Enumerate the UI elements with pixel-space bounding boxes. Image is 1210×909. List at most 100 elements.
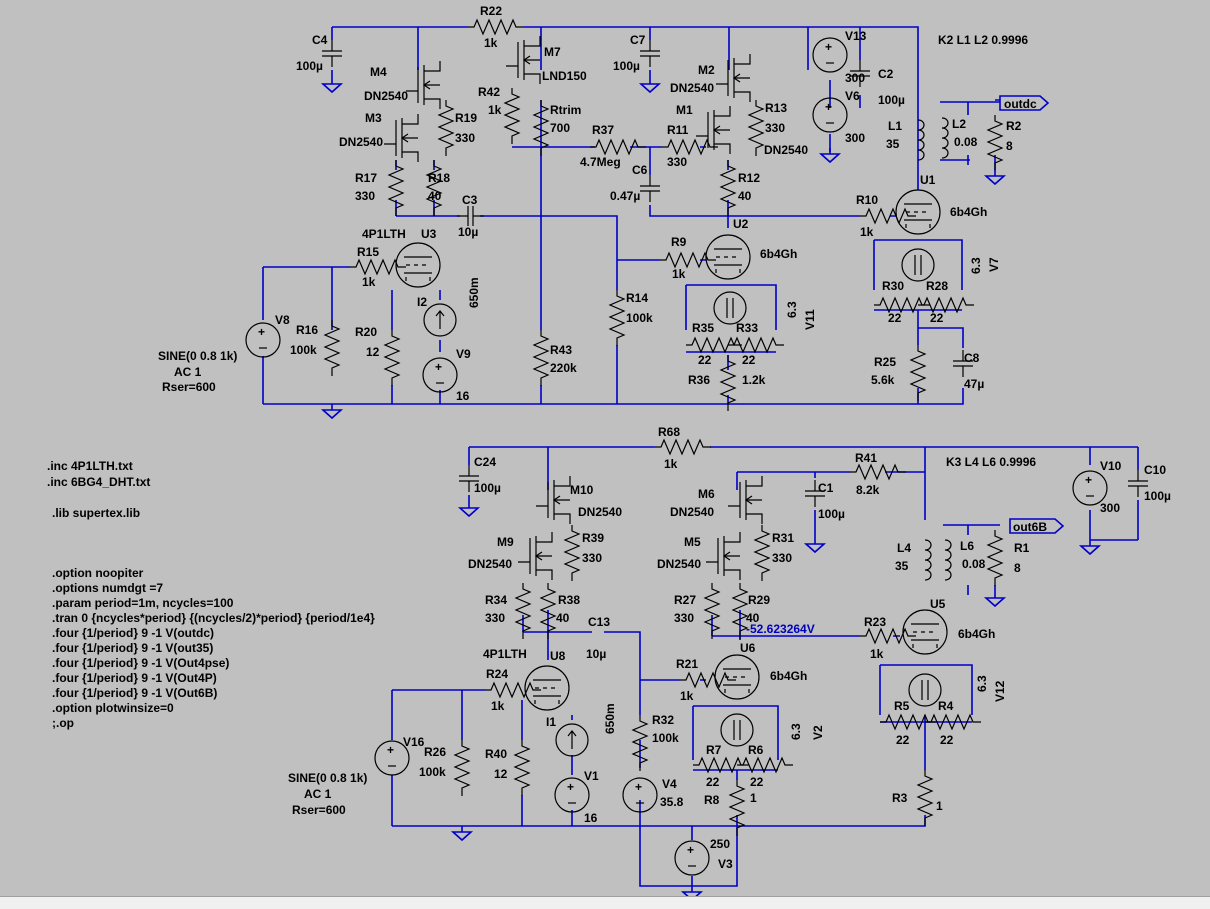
spice-directives[interactable]: .inc 4P1LTH.txt .inc 6BG4_DHT.txt .lib s… <box>47 459 375 730</box>
label-i2: I2 <box>417 295 427 309</box>
bottom-labels: C24 100µ R68 1k M10 DN2540 R41 8.2k M6 D… <box>288 425 1171 871</box>
directive-inc-4p1lth: .inc 4P1LTH.txt <box>47 459 133 473</box>
label-r1: R1 <box>1014 541 1030 555</box>
value-r2: 8 <box>1006 139 1013 153</box>
label-m6: M6 <box>698 487 715 501</box>
label-r6: R6 <box>748 743 764 757</box>
label-out6b: out6B <box>1013 520 1047 534</box>
value-r37: 4.7Meg <box>580 155 621 169</box>
label-r40: R40 <box>485 747 507 761</box>
value-r14: 100k <box>626 311 653 325</box>
label-u2: U2 <box>733 217 749 231</box>
label-r33: R33 <box>736 321 758 335</box>
value-r28: 22 <box>930 311 944 325</box>
label-r23: R23 <box>864 615 886 629</box>
value-r32: 100k <box>652 731 679 745</box>
value-r38: 40 <box>556 611 570 625</box>
value-m7: LND150 <box>542 69 587 83</box>
label-r41: R41 <box>855 451 877 465</box>
label-r68: R68 <box>658 425 680 439</box>
net-label-outdc <box>999 95 1050 111</box>
value-r68: 1k <box>664 457 678 471</box>
label-m3: M3 <box>365 111 382 125</box>
label-v13: V13 <box>845 29 867 43</box>
label-v2: V2 <box>811 725 825 740</box>
label-l2: L2 <box>952 117 966 131</box>
value-r18: 40 <box>428 189 442 203</box>
directive-option-plotwinsize: .option plotwinsize=0 <box>52 701 174 715</box>
value-v3: 250 <box>710 837 730 851</box>
top-labels: C4 100µ R22 1k M7 LND150 C7 100µ V13 300… <box>158 4 1037 403</box>
label-v16: V16 <box>403 735 425 749</box>
label-r38: R38 <box>558 593 580 607</box>
label-u1: U1 <box>920 173 936 187</box>
value-i1: 650m <box>603 703 617 734</box>
label-v6: V6 <box>845 89 860 103</box>
label-v3: V3 <box>718 857 733 871</box>
directive-four-out4pse: .four {1/period} 9 -1 V(Out4pse) <box>52 656 229 670</box>
directive-four-out4p: .four {1/period} 9 -1 V(Out4P) <box>52 671 217 685</box>
label-m2: M2 <box>698 63 715 77</box>
value-v13: 300 <box>845 71 865 85</box>
label-c13: C13 <box>588 615 610 629</box>
label-c3: C3 <box>462 193 478 207</box>
label-v10: V10 <box>1100 459 1122 473</box>
type-u5: 6b4Gh <box>958 627 995 641</box>
label-v8: V8 <box>275 313 290 327</box>
label-r9: R9 <box>671 235 687 249</box>
label-r31: R31 <box>772 531 794 545</box>
voltage-probe-readout: -52.623264V <box>746 622 815 636</box>
directive-option-noopiter: .option noopiter <box>52 566 144 580</box>
value-r8: 1 <box>750 791 757 805</box>
directive-options-numdgt: .options numdgt =7 <box>52 581 163 595</box>
value-l1: 35 <box>886 137 900 151</box>
label-m5: M5 <box>684 535 701 549</box>
label-c7: C7 <box>630 33 646 47</box>
label-c8: C8 <box>964 351 980 365</box>
value-r19: 330 <box>455 131 475 145</box>
directive-inc-6bg4: .inc 6BG4_DHT.txt <box>47 475 150 489</box>
label-r35: R35 <box>692 321 714 335</box>
value-m4: DN2540 <box>364 89 408 103</box>
label-l1: L1 <box>888 119 902 133</box>
value-r40: 12 <box>494 767 508 781</box>
value-c10: 100µ <box>1144 489 1171 503</box>
value-r16: 100k <box>290 343 317 357</box>
k-bottom: K3 L4 L6 0.9996 <box>946 455 1036 469</box>
label-v1: V1 <box>584 769 599 783</box>
label-r25: R25 <box>874 355 896 369</box>
label-c24: C24 <box>474 455 496 469</box>
value-r22: 1k <box>484 36 498 50</box>
value-r29: 40 <box>746 611 760 625</box>
value-r24: 1k <box>491 699 505 713</box>
value-l4: 35 <box>895 559 909 573</box>
value-c24: 100µ <box>474 481 501 495</box>
directive-four-out35: .four {1/period} 9 -1 V(out35) <box>52 641 213 655</box>
value-m10: DN2540 <box>578 505 622 519</box>
value-r43: 220k <box>550 361 577 375</box>
value-r4: 22 <box>940 733 954 747</box>
value-r27: 330 <box>674 611 694 625</box>
value-m6: DN2540 <box>670 505 714 519</box>
value-c6: 0.47µ <box>610 189 640 203</box>
label-outdc: outdc <box>1004 97 1037 111</box>
label-r7: R7 <box>706 743 722 757</box>
value-r39: 330 <box>582 551 602 565</box>
value-u8: 4P1LTH <box>483 647 527 661</box>
label-r10: R10 <box>856 193 878 207</box>
label-r17: R17 <box>355 171 377 185</box>
directive-four-out6b: .four {1/period} 9 -1 V(Out6B) <box>52 686 217 700</box>
label-u3: U3 <box>421 227 437 241</box>
value-i2: 650m <box>467 277 481 308</box>
value-v10: 300 <box>1100 501 1120 515</box>
value-r41: 8.2k <box>856 483 880 497</box>
label-r29: R29 <box>748 593 770 607</box>
value-r9: 1k <box>672 267 686 281</box>
label-r14: R14 <box>626 291 648 305</box>
label-v12: V12 <box>993 680 1007 702</box>
value-m1: DN2540 <box>764 143 808 157</box>
directive-op-commented: ;.op <box>52 716 74 730</box>
label-r20: R20 <box>355 325 377 339</box>
